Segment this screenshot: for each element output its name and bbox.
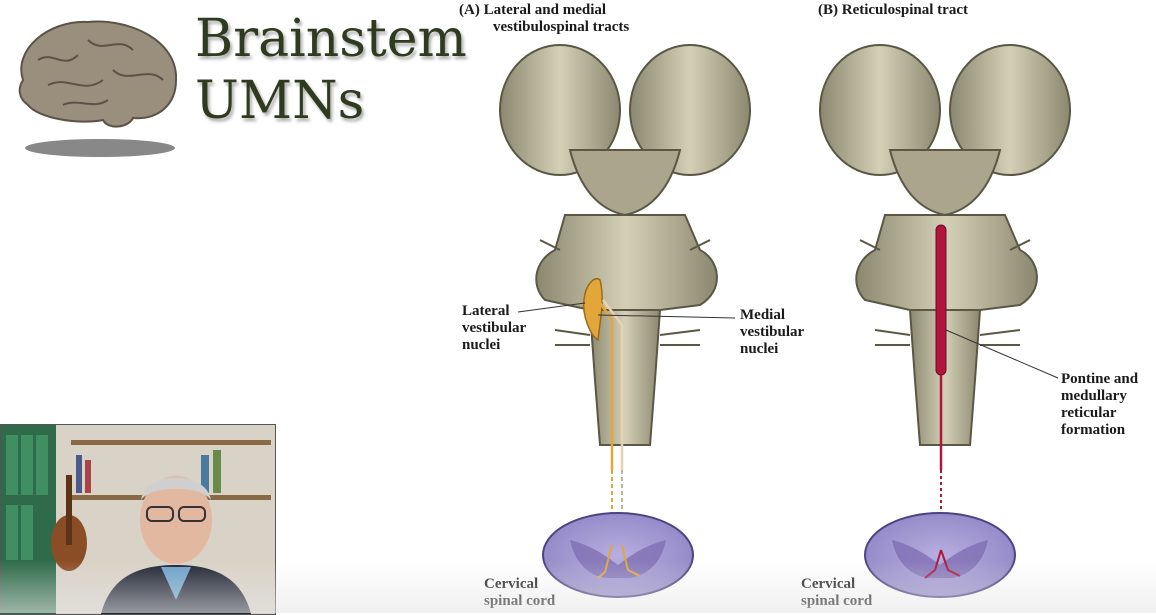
lateral-leader [517,302,586,313]
medial-line-1: Medial [740,307,785,323]
reticular-line-4: formation [1061,422,1126,438]
panel-a-spinal-cord [542,512,694,598]
medial-leader [597,314,736,319]
panel-b-cord-line-2: spinal cord [801,593,873,609]
title-line-2: UMNs [195,71,365,131]
reticular-line-2: medullary [1061,388,1127,404]
lateral-line-2: vestibular [462,320,527,336]
lateral-line-1: Lateral [462,303,510,319]
panel-a-cord-label: Cervical spinal cord [484,576,555,610]
reticular-line-1: Pontine and [1061,371,1139,387]
panel-a-cord-line-2: spinal cord [484,593,556,609]
lateral-line-3: nuclei [462,337,501,353]
medial-vestibular-label: Medial vestibular nuclei [740,307,804,358]
brain-icon [18,20,178,157]
lateral-vestibular-label: Lateral vestibular nuclei [462,303,526,354]
title-line-1: Brainstem [195,9,467,69]
panel-a-title: (A) Lateral and medial vestibulospinal t… [459,2,629,36]
panel-b-spinal-cord [864,512,1016,598]
reticular-line-3: reticular [1061,405,1117,421]
presenter-video-icon [1,425,275,614]
reticular-leader [945,329,1059,379]
presenter-video [0,424,276,615]
panel-b-title: (B) Reticulospinal tract [818,2,968,18]
panel-a-cord-line-1: Cervical [484,576,539,592]
panel-a-title-line-1: (A) Lateral and medial [459,2,607,18]
panel-a-title-line-2: vestibulospinal tracts [493,19,630,35]
reticular-formation-label: Pontine and medullary reticular formatio… [1061,371,1138,439]
panel-b-cord-line-1: Cervical [801,576,856,592]
slide-title: Brainstem UMNs [195,8,467,132]
medial-line-2: vestibular [740,324,805,340]
panel-b-brainstem [819,44,1071,550]
panel-b-cord-label: Cervical spinal cord [801,576,872,610]
medial-line-3: nuclei [740,341,779,357]
panel-a-brainstem [499,44,751,545]
